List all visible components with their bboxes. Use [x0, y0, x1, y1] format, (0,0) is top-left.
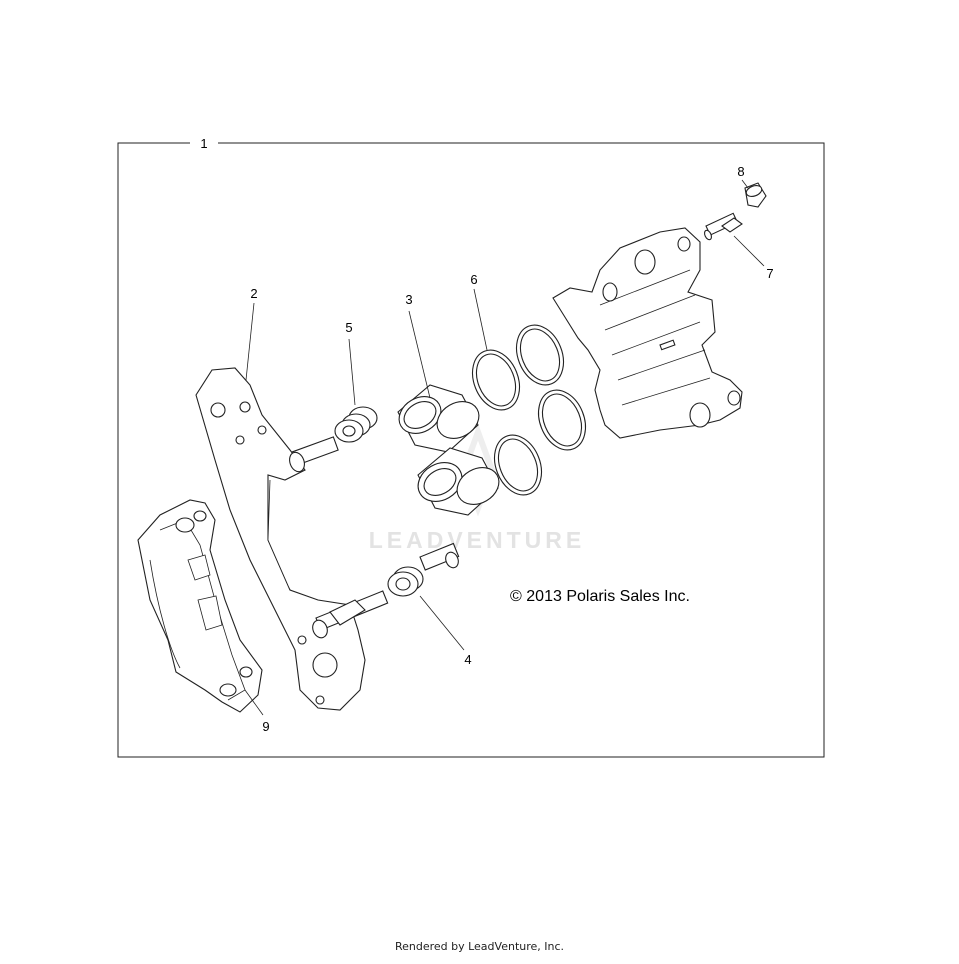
bleeder-cap — [744, 182, 767, 208]
copyright-notice: © 2013 Polaris Sales Inc. — [510, 588, 690, 605]
watermark: LEADVENTURE — [369, 423, 586, 553]
piston-lower — [417, 447, 500, 516]
callout-9: 9 — [262, 719, 269, 734]
caliper-bracket — [195, 367, 389, 711]
callout-8: 8 — [737, 164, 744, 179]
callout-5: 5 — [345, 320, 352, 335]
caliper-body — [552, 227, 743, 439]
watermark-text: LEADVENTURE — [369, 527, 586, 553]
leader-lines — [244, 179, 765, 716]
piston-seals — [471, 324, 587, 496]
callout-3: 3 — [405, 292, 412, 307]
assembly-frame — [117, 142, 825, 758]
pin-boot — [334, 406, 378, 443]
callout-7: 7 — [766, 266, 773, 281]
callout-1: 1 — [200, 136, 207, 151]
callout-2: 2 — [250, 286, 257, 301]
callout-4: 4 — [464, 652, 471, 667]
piston-upper — [397, 384, 480, 453]
footer-credit: Rendered by LeadVenture, Inc. — [394, 940, 565, 953]
callout-6: 6 — [470, 272, 477, 287]
brake-pad — [137, 499, 263, 713]
callout-labels: 1 2 3 4 5 6 7 8 9 — [200, 136, 773, 734]
guide-pin — [387, 542, 460, 597]
bleeder-valve — [704, 212, 743, 241]
